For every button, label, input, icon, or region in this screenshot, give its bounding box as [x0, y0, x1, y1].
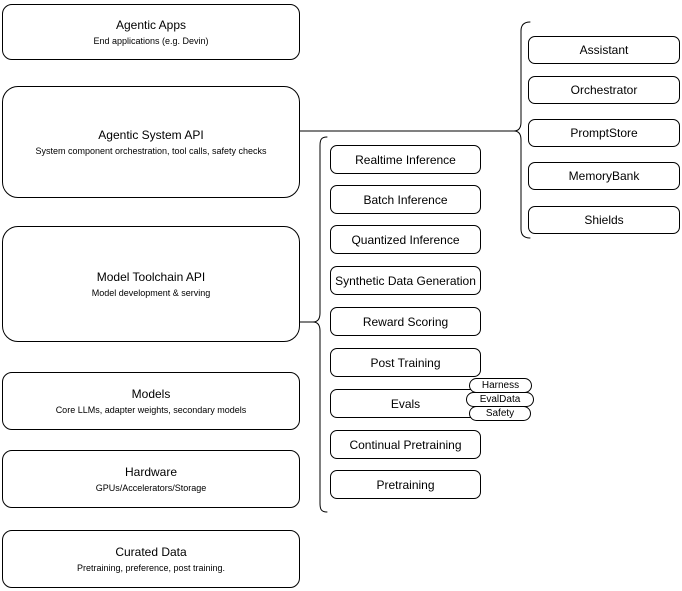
node-batch-inference: Batch Inference [330, 185, 481, 214]
tag-evaldata: EvalData [466, 392, 534, 407]
node-reward-scoring: Reward Scoring [330, 307, 481, 336]
node-orchestrator: Orchestrator [528, 76, 680, 104]
tag-safety: Safety [469, 406, 531, 421]
node-title: Agentic System API [98, 127, 204, 142]
node-agentic-apps: Agentic Apps End applications (e.g. Devi… [2, 4, 300, 60]
node-subtitle: GPUs/Accelerators/Storage [95, 482, 207, 493]
node-assistant: Assistant [528, 36, 680, 64]
node-hardware: Hardware GPUs/Accelerators/Storage [2, 450, 300, 508]
node-shields: Shields [528, 206, 680, 234]
toolchain-services-brace [312, 136, 328, 513]
node-realtime-inference: Realtime Inference [330, 145, 481, 174]
node-memorybank: MemoryBank [528, 162, 680, 190]
node-subtitle: Core LLMs, adapter weights, secondary mo… [55, 404, 247, 415]
node-subtitle: System component orchestration, tool cal… [35, 145, 267, 156]
node-curated-data: Curated Data Pretraining, preference, po… [2, 530, 300, 588]
node-evals: Evals [330, 389, 481, 418]
node-title: Models [131, 386, 171, 401]
node-subtitle: End applications (e.g. Devin) [93, 35, 209, 46]
node-title: Curated Data [115, 544, 187, 559]
node-continual-pretraining: Continual Pretraining [330, 430, 481, 459]
node-title: Hardware [124, 464, 178, 479]
node-post-training: Post Training [330, 348, 481, 377]
node-models: Models Core LLMs, adapter weights, secon… [2, 372, 300, 430]
node-title: Agentic Apps [115, 17, 187, 32]
node-subtitle: Pretraining, preference, post training. [76, 562, 226, 573]
node-subtitle: Model development & serving [91, 287, 211, 298]
node-model-toolchain-api: Model Toolchain API Model development & … [2, 226, 300, 342]
node-synthetic-data-generation: Synthetic Data Generation [330, 266, 481, 295]
node-title: Model Toolchain API [96, 269, 206, 284]
node-pretraining: Pretraining [330, 470, 481, 499]
tag-harness: Harness [469, 378, 532, 393]
node-agentic-system-api: Agentic System API System component orch… [2, 86, 300, 198]
node-quantized-inference: Quantized Inference [330, 225, 481, 254]
node-promptstore: PromptStore [528, 119, 680, 147]
